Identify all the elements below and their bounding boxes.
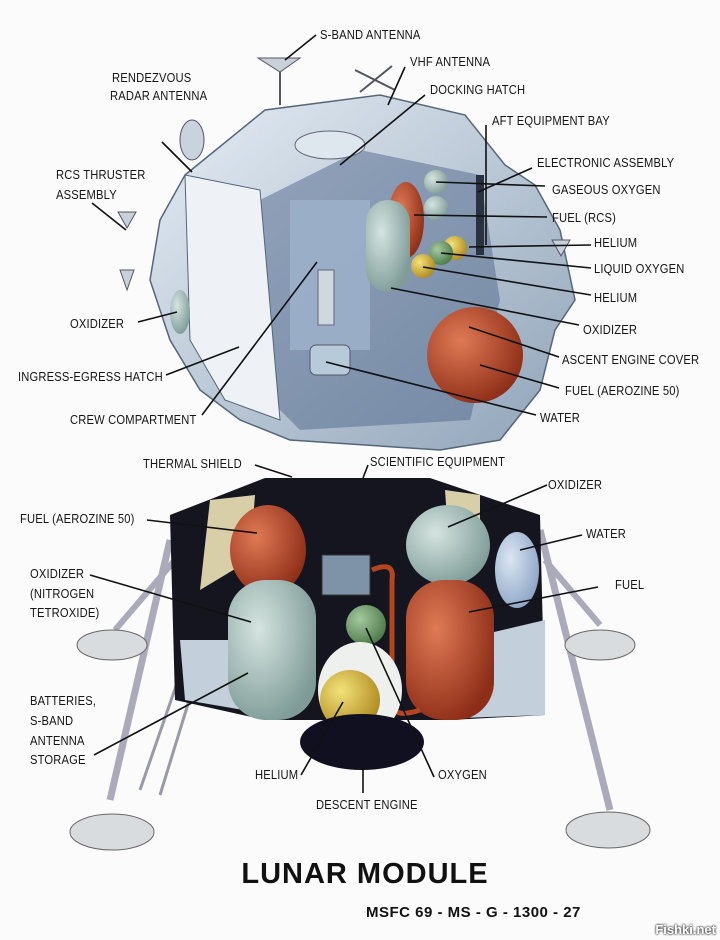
label-helium-2: HELIUM [594, 290, 638, 305]
label-oxidizer-nt-line1: OXIDIZER [30, 566, 85, 581]
label-fuel-rcs: FUEL (RCS) [552, 210, 617, 225]
label-ascent-engine-cover: ASCENT ENGINE COVER [562, 352, 700, 367]
label-batteries-line3: ANTENNA [30, 733, 85, 748]
label-gaseous-oxygen: GASEOUS OXYGEN [552, 182, 661, 197]
label-descent-engine: DESCENT ENGINE [316, 797, 418, 812]
ascent-oxidizer-tank [366, 200, 410, 292]
label-rcs-thruster-line1: RCS THRUSTER [56, 167, 146, 182]
descent-stage [69, 478, 651, 851]
label-fuel-aerozine-ascent: FUEL (AEROZINE 50) [565, 383, 680, 398]
label-oxidizer-nt-line3: TETROXIDE) [30, 605, 100, 620]
descent-engine [300, 714, 424, 770]
label-rcs-thruster-line2: ASSEMBLY [56, 187, 117, 202]
label-oxygen: OXYGEN [438, 767, 487, 782]
label-rendezvous-radar-line2: RADAR ANTENNA [110, 88, 208, 103]
label-thermal-shield: THERMAL SHIELD [143, 456, 242, 471]
label-batteries-line2: S-BAND [30, 713, 74, 728]
label-oxidizer-right: OXIDIZER [583, 322, 638, 337]
ascent-fuel-tank [427, 307, 523, 403]
label-oxidizer-left: OXIDIZER [70, 316, 125, 331]
label-fuel-descent: FUEL [615, 577, 645, 592]
diagram-title: LUNAR MODULE [241, 858, 489, 890]
leader-lines [89, 34, 599, 793]
label-rendezvous-radar-line1: RENDEZVOUS [112, 70, 192, 85]
label-s-band-antenna: S-BAND ANTENNA [320, 27, 421, 42]
label-helium-1: HELIUM [594, 235, 638, 250]
label-vhf-antenna: VHF ANTENNA [410, 54, 491, 69]
descent-fuel-tank [406, 580, 494, 720]
label-crew-compartment: CREW COMPARTMENT [70, 412, 197, 427]
document-code: MSFC 69 - MS - G - 1300 - 27 [366, 904, 581, 921]
descent-oxidizer-tank [228, 580, 316, 720]
label-water-descent: WATER [586, 526, 626, 541]
label-electronic-assembly: ELECTRONIC ASSEMBLY [537, 155, 675, 170]
label-ingress-egress-hatch: INGRESS-EGRESS HATCH [18, 369, 163, 384]
label-scientific-equipment: SCIENTIFIC EQUIPMENT [370, 454, 506, 469]
label-aft-equipment-bay: AFT EQUIPMENT BAY [492, 113, 610, 128]
label-fuel-aerozine-descent: FUEL (AEROZINE 50) [20, 511, 135, 526]
watermark: Fishki.net [655, 922, 716, 937]
label-batteries-line1: BATTERIES, [30, 693, 97, 708]
label-batteries-line4: STORAGE [30, 752, 86, 767]
label-helium-descent: HELIUM [255, 767, 299, 782]
label-docking-hatch: DOCKING HATCH [430, 82, 526, 97]
oxygen-tank [346, 605, 386, 645]
label-water-ascent: WATER [540, 410, 580, 425]
label-oxidizer-descent: OXIDIZER [548, 477, 603, 492]
label-liquid-oxygen: LIQUID OXYGEN [594, 261, 685, 276]
label-oxidizer-nt-line2: (NITROGEN [30, 586, 95, 601]
